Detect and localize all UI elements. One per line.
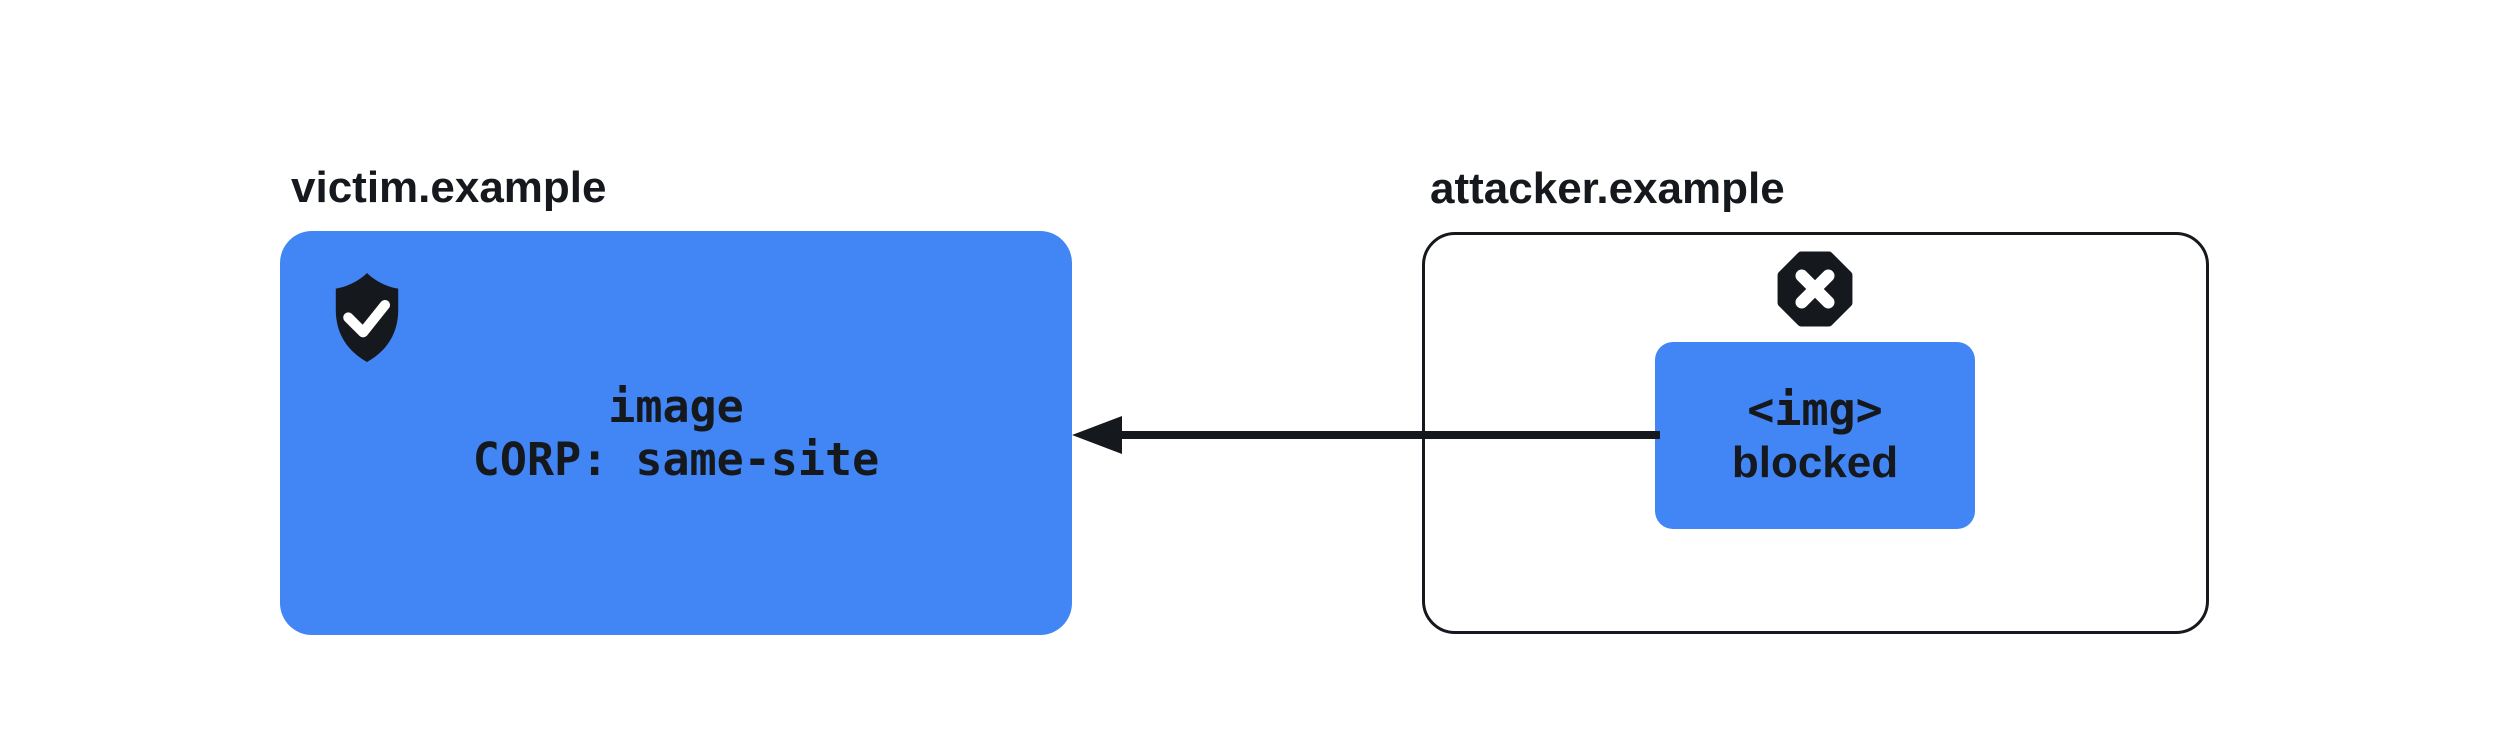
victim-site-box: image CORP: same-site xyxy=(280,231,1072,635)
blocked-status-label: blocked xyxy=(1731,437,1899,487)
blocked-request-box: <img> blocked xyxy=(1655,342,1975,529)
shield-check-icon xyxy=(335,273,399,362)
attacker-domain-label: attacker.example xyxy=(1430,164,1785,213)
attacker-site-box: <img> blocked xyxy=(1422,232,2209,634)
img-element-label: <img> xyxy=(1747,382,1883,436)
victim-domain-label: victim.example xyxy=(291,163,607,212)
victim-resource-name: image xyxy=(608,380,744,433)
blocked-request-text: <img> blocked xyxy=(1655,342,1975,529)
victim-resource-text: image CORP: same-site xyxy=(280,231,1072,635)
victim-corp-header: CORP: same-site xyxy=(472,433,880,486)
blocked-x-icon xyxy=(1777,251,1853,327)
